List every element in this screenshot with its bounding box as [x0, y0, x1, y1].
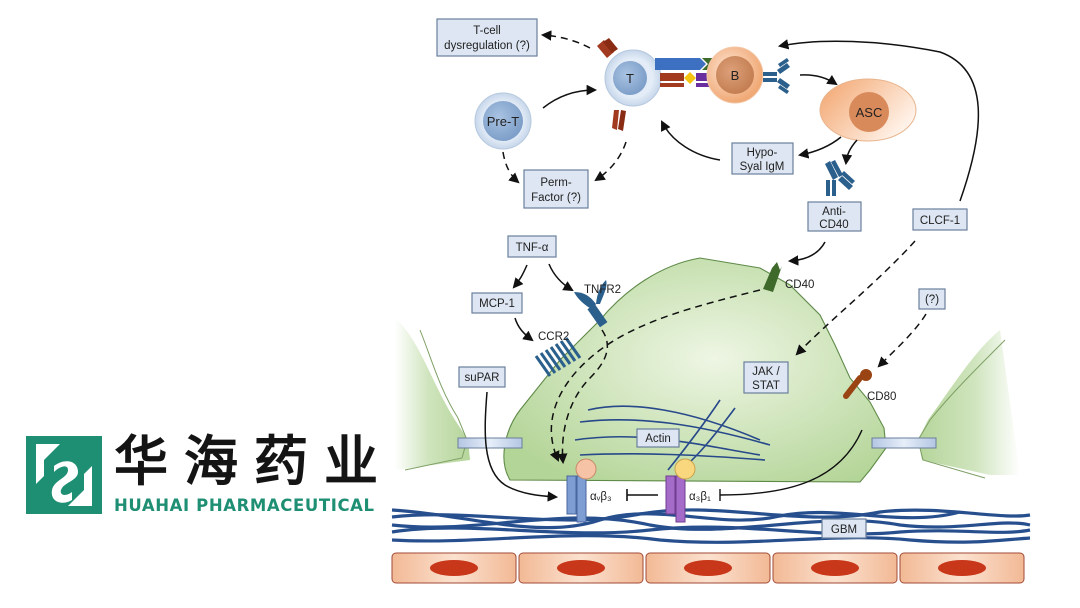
hypo-syal-igm-line2: Syal IgM	[740, 161, 785, 173]
perm-factor-line1: Perm-	[540, 177, 571, 189]
supar-label: suPAR	[465, 372, 500, 384]
nucleus	[684, 560, 732, 576]
ccr2-receptor	[534, 337, 582, 377]
gbm-label-box	[821, 518, 867, 539]
nucleus	[938, 560, 986, 576]
b-cell: B	[706, 46, 764, 104]
b-cell-antibody	[763, 58, 790, 94]
cd80-receptor	[843, 369, 872, 399]
perm-factor-box	[523, 169, 589, 209]
t-cell-dysregulation-box	[436, 18, 538, 57]
integrin-a3b1	[665, 458, 696, 523]
supar-box	[458, 366, 506, 388]
logo-english-name: HUAHAI PHARMACEUTICAL	[114, 496, 375, 515]
tnf-alpha-label: TNF-α	[516, 242, 549, 254]
t-cell-receptor-bottom	[612, 110, 626, 131]
clcf1-label: CLCF-1	[920, 215, 960, 227]
anti-cd40-box	[807, 201, 862, 232]
inhibit-line-a3b1	[719, 429, 863, 501]
t-cell-dysregulation-line2: dysregulation (?)	[444, 40, 530, 52]
company-logo: 华海药业 HUAHAI PHARMACEUTICAL	[26, 430, 378, 520]
jak-stat-box	[743, 361, 789, 394]
slit-diaphragm-right	[871, 437, 937, 449]
pre-t-cell: Pre-T	[474, 92, 532, 150]
actin-label-box	[636, 428, 680, 448]
asc-cell-label: ASC	[856, 105, 883, 120]
integrin-a3b1-label: α₃β₁	[689, 491, 711, 503]
anti-cd40-antibody	[825, 160, 855, 196]
asc-cell: ASC	[819, 78, 917, 142]
perm-factor-line2: Factor (?)	[531, 192, 581, 204]
gbm-label: GBM	[831, 524, 857, 536]
integrin-avb3-label: αᵥβ₃	[590, 491, 612, 503]
podocyte-left-edge	[404, 329, 468, 471]
nucleus	[430, 560, 478, 576]
podocyte-body	[503, 257, 887, 483]
pathway-arrows	[484, 30, 980, 502]
unknown-factor-label: (?)	[925, 294, 939, 306]
hypo-syal-igm-line1: Hypo-	[747, 147, 778, 159]
t-cell-receptor-top	[597, 38, 618, 58]
podocyte-right-edge	[917, 339, 1006, 479]
cd80-label: CD80	[867, 391, 896, 403]
nucleus	[811, 560, 859, 576]
unknown-factor-box	[918, 288, 946, 310]
tnf-alpha-box	[507, 235, 557, 258]
tnfr2-label: TNFR2	[584, 284, 621, 296]
jak-stat-line1: JAK /	[752, 366, 780, 378]
actin-label: Actin	[645, 433, 671, 445]
t-b-synapse	[655, 58, 722, 87]
endothelial-layer	[391, 552, 1025, 584]
podocyte-right	[918, 330, 1020, 475]
cd40-receptor	[763, 262, 782, 292]
hypo-syal-igm-box	[731, 142, 794, 175]
inhibit-line-avb3	[626, 489, 658, 501]
anti-cd40-line2: CD40	[819, 219, 848, 231]
t-cell-label: T	[626, 71, 634, 86]
podocyte-left	[395, 318, 470, 470]
logo-chinese-name: 华海药业	[114, 430, 394, 493]
gbm-fibers	[391, 508, 1031, 544]
jak-stat-line2: STAT	[752, 380, 780, 392]
t-cell-dysregulation-line1: T-cell	[473, 25, 500, 37]
cd40-label: CD40	[785, 279, 814, 291]
mcp1-label: MCP-1	[479, 298, 515, 310]
anti-cd40-line1: Anti-	[822, 206, 846, 218]
t-cell: T	[604, 49, 662, 107]
clcf1-box	[912, 208, 968, 231]
ccr2-label: CCR2	[538, 331, 569, 343]
slit-diaphragm-left	[457, 437, 523, 449]
huahai-logo-icon	[26, 436, 102, 514]
nucleus	[557, 560, 605, 576]
pre-t-cell-label: Pre-T	[487, 114, 520, 129]
mcp1-box	[471, 292, 523, 314]
integrin-avb3	[566, 458, 597, 523]
b-cell-label: B	[731, 68, 740, 83]
tnfr2-receptor	[574, 280, 608, 328]
